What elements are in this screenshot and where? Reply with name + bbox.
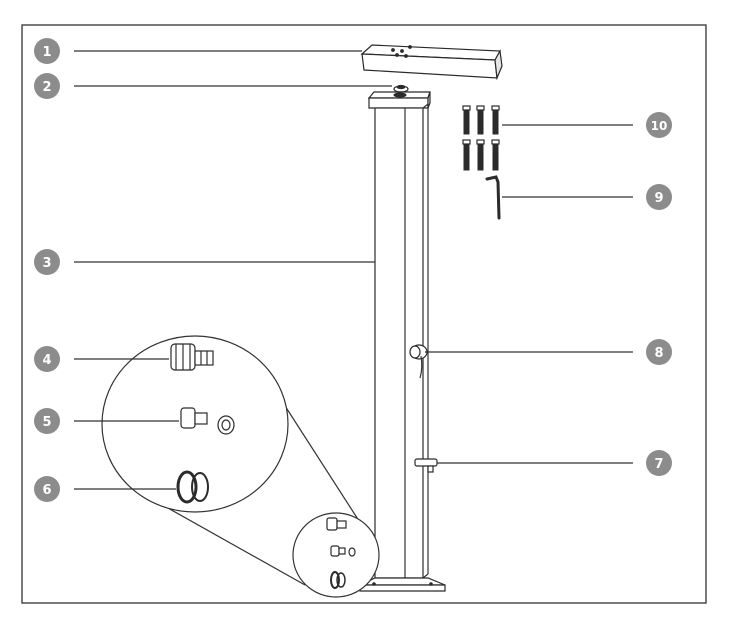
badge-2: 2 <box>34 73 60 99</box>
nozzle-part <box>393 84 409 93</box>
badge-8: 8 <box>646 339 672 365</box>
valve-handle-part <box>409 344 428 379</box>
badge-3: 3 <box>34 249 60 275</box>
connector-part <box>180 407 235 435</box>
small-detail-parts <box>326 517 356 589</box>
badge-6-text: 6 <box>42 483 51 498</box>
badge-4: 4 <box>34 346 60 372</box>
badge-5-text: 5 <box>42 415 51 430</box>
leader-lines <box>74 50 633 490</box>
diagram-frame <box>21 24 707 604</box>
rings-part <box>176 470 209 504</box>
badge-9: 9 <box>646 184 672 210</box>
badge-8-text: 8 <box>654 346 663 361</box>
shower-head-part <box>360 44 503 81</box>
badge-2-text: 2 <box>42 80 51 95</box>
badge-4-text: 4 <box>42 353 51 368</box>
badge-10-text: 10 <box>651 119 668 133</box>
badge-7-text: 7 <box>654 457 663 472</box>
badge-10: 10 <box>646 112 672 138</box>
badge-5: 5 <box>34 408 60 434</box>
badge-1: 1 <box>34 38 60 64</box>
hose-adaptor-part <box>170 343 214 371</box>
badge-3-text: 3 <box>42 256 51 271</box>
screws-part <box>462 105 500 171</box>
magnified-detail <box>101 335 380 598</box>
badge-1-text: 1 <box>42 45 51 60</box>
allen-key-part <box>485 175 501 220</box>
badge-9-text: 9 <box>654 191 663 206</box>
shower-column-part <box>359 91 446 592</box>
badge-6: 6 <box>34 476 60 502</box>
badge-7: 7 <box>646 450 672 476</box>
